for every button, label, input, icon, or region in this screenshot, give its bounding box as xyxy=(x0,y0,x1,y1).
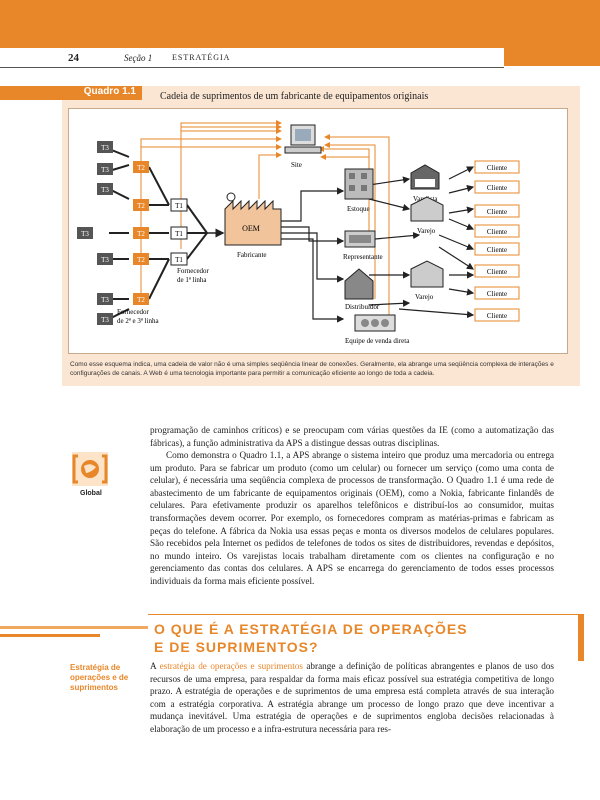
paragraph-1: programação de caminhos críticos) e se p… xyxy=(150,425,554,448)
varejo-icon-1 xyxy=(410,196,444,222)
cliente-label-7: Cliente xyxy=(487,290,507,298)
estoque-icon xyxy=(344,168,374,200)
estoque-label: Estoque xyxy=(347,205,370,213)
figure-title: Cadeia de suprimentos de um fabricante d… xyxy=(160,91,429,102)
t2-label-5: T2 xyxy=(137,296,145,304)
figure-tag-label: Quadro 1.1 xyxy=(83,86,136,97)
heading-rule-left xyxy=(0,626,148,637)
heading-rule-right xyxy=(148,614,584,661)
global-icon xyxy=(70,450,110,488)
section-title: ESTRATÉGIA xyxy=(172,53,231,62)
t1-label-2: T1 xyxy=(175,230,183,238)
equipe-icon xyxy=(354,314,396,332)
page-number: 24 xyxy=(68,52,79,64)
t2-label-3: T2 xyxy=(137,230,145,238)
varejo-label-2: Varejo xyxy=(415,293,434,301)
top-banner-tab xyxy=(504,48,600,66)
p3-start: A xyxy=(150,661,160,671)
fornecedor-1b-label: de 1ª linha xyxy=(177,276,207,284)
factory-icon xyxy=(224,192,282,246)
oem-label: OEM xyxy=(242,224,260,233)
cliente-label-4: Cliente xyxy=(487,228,507,236)
heading-line-2: E DE SUPRIMENTOS? xyxy=(154,639,319,655)
site-label: Site xyxy=(291,161,302,169)
distribuidor-icon xyxy=(344,268,374,300)
heading-line-1: O QUE É A ESTRATÉGIA DE OPERAÇÕES xyxy=(154,621,468,637)
fornecedor-23b-label: de 2ª e 3ª linha xyxy=(117,317,159,325)
paragraph-2: Como demonstra o Quadro 1.1, a APS abran… xyxy=(150,450,554,586)
paragraph-3: A estratégia de operações e suprimentos … xyxy=(150,660,554,736)
p3-term: estratégia de operações e suprimentos xyxy=(159,661,303,671)
t3-label-1: T3 xyxy=(101,144,109,152)
t1-label-3: T1 xyxy=(175,256,183,264)
varejista-icon xyxy=(410,164,440,190)
t1-label-1: T1 xyxy=(175,202,183,210)
supply-chain-diagram: T3 T3 T3 T3 T3 T3 T3 T2 T2 T2 T2 T2 T1 T… xyxy=(68,108,568,354)
t2-label-1: T2 xyxy=(137,164,145,172)
margin-term: Estratégia de operações e de suprimentos xyxy=(70,663,129,692)
section-heading: O QUE É A ESTRATÉGIA DE OPERAÇÕES E DE S… xyxy=(154,620,468,656)
computer-icon xyxy=(284,124,322,154)
running-header xyxy=(0,48,504,68)
distribuidor-label: Distribuidor xyxy=(345,303,380,311)
fornecedor-23-label: Fornecedor xyxy=(117,308,150,316)
cliente-label-2: Cliente xyxy=(487,184,507,192)
p3-rest: abrange a definição de políticas abrange… xyxy=(150,661,554,734)
equipe-label: Equipe de venda direta xyxy=(345,337,410,345)
cliente-label-8: Cliente xyxy=(487,312,507,320)
figure-caption: Como esse esquema indica, uma cadeia de … xyxy=(70,361,554,377)
cliente-label-5: Cliente xyxy=(487,246,507,254)
cliente-label-1: Cliente xyxy=(487,164,507,172)
figure-tag: Quadro 1.1 xyxy=(0,86,142,100)
fabricante-label: Fabricante xyxy=(237,251,267,259)
fornecedor-1-label: Fornecedor xyxy=(177,267,210,275)
t3-label-6: T3 xyxy=(101,296,109,304)
representante-icon xyxy=(344,230,376,248)
varejo-icon-2 xyxy=(410,260,444,288)
varejo-label-1: Varejo xyxy=(417,227,436,235)
cliente-label-3: Cliente xyxy=(487,208,507,216)
t3-label-4: T3 xyxy=(81,230,89,238)
section-label: Seção 1 xyxy=(124,53,153,63)
t2-label-2: T2 xyxy=(137,202,145,210)
global-label: Global xyxy=(80,490,102,497)
t3-label-5: T3 xyxy=(101,256,109,264)
t3-label-7: T3 xyxy=(101,316,109,324)
t3-label-2: T3 xyxy=(101,166,109,174)
top-banner xyxy=(0,0,600,48)
t2-label-4: T2 xyxy=(137,256,145,264)
t3-label-3: T3 xyxy=(101,186,109,194)
representante-label: Representante xyxy=(343,253,383,261)
cliente-label-6: Cliente xyxy=(487,268,507,276)
